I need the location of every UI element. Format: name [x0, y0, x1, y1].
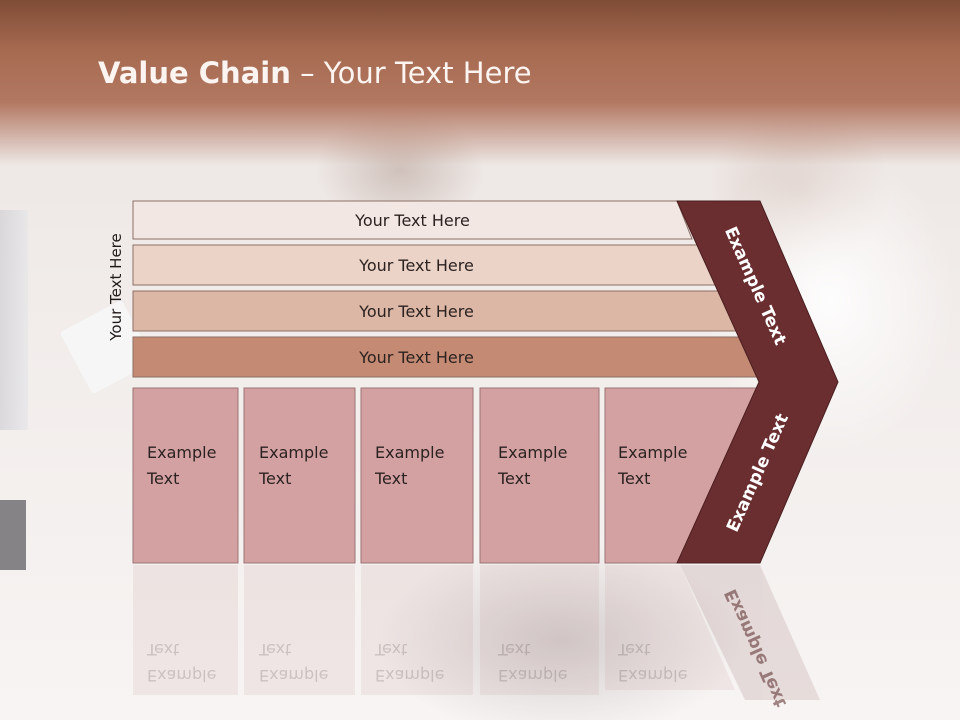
- cell-2-line1: Example: [259, 443, 329, 462]
- cell-2-reflection: Example Text: [259, 636, 359, 688]
- cell-2-refl-line1: Example: [259, 666, 329, 685]
- cell-5-refl-line2: Text: [618, 640, 651, 659]
- cell-1-refl-line1: Example: [147, 666, 217, 685]
- cell-4-shape: [479, 387, 600, 564]
- chevron-arrow: [676, 200, 839, 564]
- cell-3-refl-line1: Example: [375, 666, 445, 685]
- bar-1-label: Your Text Here: [355, 210, 470, 230]
- slide-title: Value Chain – Your Text Here: [98, 56, 532, 90]
- cell-5-line1: Example: [618, 443, 688, 462]
- cell-5-line2: Text: [618, 469, 651, 488]
- cell-4-line1: Example: [498, 443, 568, 462]
- cell-3-reflection: Example Text: [375, 636, 475, 688]
- cell-5-refl-line1: Example: [618, 666, 688, 685]
- cell-2-shape: [243, 387, 356, 564]
- cell-4-line2: Text: [498, 469, 531, 488]
- cell-3-shape: [360, 387, 474, 564]
- cell-3-line1: Example: [375, 443, 445, 462]
- cell-4-reflection: Example Text: [498, 636, 598, 688]
- cell-1-shape: [132, 387, 239, 564]
- bar-2-label: Your Text Here: [359, 255, 474, 275]
- cell-5-reflection: Example Text: [618, 636, 718, 688]
- title-rest: – Your Text Here: [290, 56, 532, 90]
- bar-4-label: Your Text Here: [359, 347, 474, 367]
- cell-4-refl-line1: Example: [498, 666, 568, 685]
- reflection-group: [133, 565, 820, 700]
- cell-1-line1: Example: [147, 443, 217, 462]
- cell-3-line2: Text: [375, 469, 408, 488]
- cell-3-refl-line2: Text: [375, 640, 408, 659]
- title-banner: [0, 0, 960, 165]
- monitor-shape: [0, 210, 28, 430]
- cell-4-refl-line2: Text: [498, 640, 531, 659]
- bar-1-shape: [132, 200, 693, 240]
- cell-2-line2: Text: [259, 469, 292, 488]
- cell-1-refl-line2: Text: [147, 640, 180, 659]
- bar-3-label: Your Text Here: [359, 301, 474, 321]
- cell-1-line2: Text: [147, 469, 180, 488]
- cell-1-reflection: Example Text: [147, 636, 247, 688]
- cell-2-refl-line2: Text: [259, 640, 292, 659]
- monitor-base-shape: [0, 500, 26, 570]
- title-bold: Value Chain: [98, 56, 291, 90]
